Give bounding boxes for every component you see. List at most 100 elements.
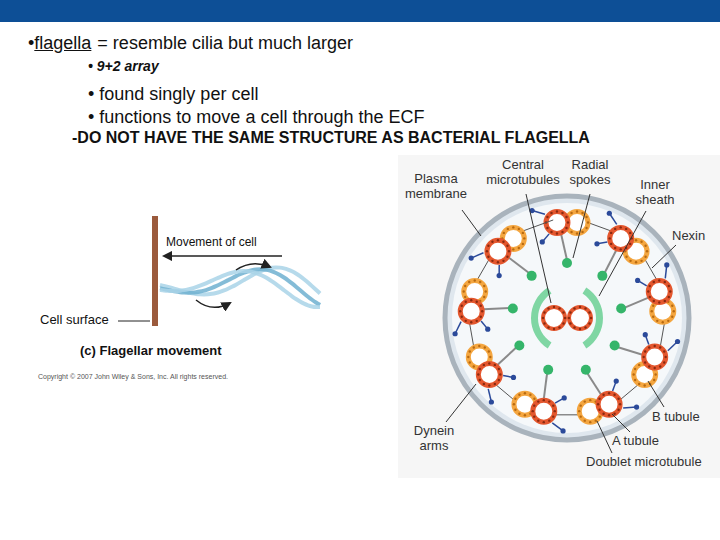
protofilament [518,228,520,230]
spoke-head [581,365,591,375]
protofilament [491,241,493,243]
protofilament [554,410,556,412]
protofilament [564,317,566,319]
protofilament [584,400,586,402]
protofilament [671,305,673,307]
protofilament [483,383,485,385]
protofilament [487,256,489,258]
title-bar [0,0,720,22]
protofilament [468,281,470,283]
protofilament [483,296,485,298]
leader-lines [446,194,676,453]
spoke-head [543,365,553,375]
protofilament [570,212,572,214]
protofilament [668,285,670,287]
protofilament [644,245,646,247]
protofilament [508,250,510,252]
protofilament [464,296,466,298]
spoke-head [508,303,518,313]
protofilament [502,241,504,243]
protofilament [608,414,610,416]
protofilament [464,285,466,287]
protofilament [568,317,570,319]
dynein-arm [635,278,640,283]
leader-line [446,384,476,422]
protofilament [665,356,667,358]
radial-spoke [544,373,547,399]
radial-spoke [624,298,648,308]
protofilament [469,361,471,363]
protofilament [653,300,655,302]
a-tubule [460,300,482,322]
protofilament [671,316,673,318]
protofilament [584,307,586,309]
protofilament [543,311,545,313]
protofilament [533,398,535,400]
protofilament [608,392,610,394]
protofilament [533,415,535,417]
protofilament [524,392,526,394]
spoke-head [597,271,607,281]
protofilament [643,356,645,358]
protofilament [638,364,640,366]
protofilament [654,367,656,369]
protofilament [652,305,654,307]
protofilament [578,410,580,412]
protofilament [581,212,583,214]
protofilament [634,368,636,370]
leader-line [526,194,551,303]
leader-line [462,210,481,236]
a-tubule [533,400,555,422]
protofilament [648,346,650,348]
protofilament [663,350,665,352]
protofilament [602,394,604,396]
protofilament [502,260,504,262]
flagellum-wave [160,267,320,307]
leader-line [118,321,150,322]
protofilament [654,345,656,347]
protofilament [579,306,581,308]
protofilament [503,232,505,234]
dynein-arm [607,211,612,216]
protofilament [499,373,501,375]
central-microtubule [543,307,565,329]
protofilament [477,373,479,375]
protofilament [518,247,520,249]
protofilament [565,216,567,218]
protofilament [470,321,472,323]
dynein-arm [511,375,516,380]
protofilament [659,346,661,348]
a-tubule [598,393,620,415]
protofilament [584,419,586,421]
leader-line [599,211,646,296]
protofilament [486,250,488,252]
protofilament [573,307,575,309]
dynein-arm [469,256,474,261]
protofilament [512,248,514,250]
protofilament [485,290,487,292]
dynein-arm [664,262,669,267]
protofilament [595,419,597,421]
protofilament [547,326,549,328]
protofilament [598,398,600,400]
protofilament [562,311,564,313]
protofilament [634,379,636,381]
part-label: Nexin [672,229,705,244]
dynein-arm [489,399,494,404]
protofilament [556,232,558,234]
dynein-arm [497,273,502,278]
bullet-point: • found singly per cell [88,84,258,105]
dynein-arm [614,378,619,383]
protofilament [561,231,563,233]
dynein-arm [562,395,567,400]
leader-line [573,194,590,258]
protofilament [562,322,564,324]
protofilament [483,364,485,366]
protofilament [598,409,600,411]
protofilament [579,415,581,417]
dynein-arm [540,239,545,244]
protofilament [550,212,552,214]
protofilament [613,413,615,415]
protofilament [668,296,670,298]
protofilament [635,261,637,263]
